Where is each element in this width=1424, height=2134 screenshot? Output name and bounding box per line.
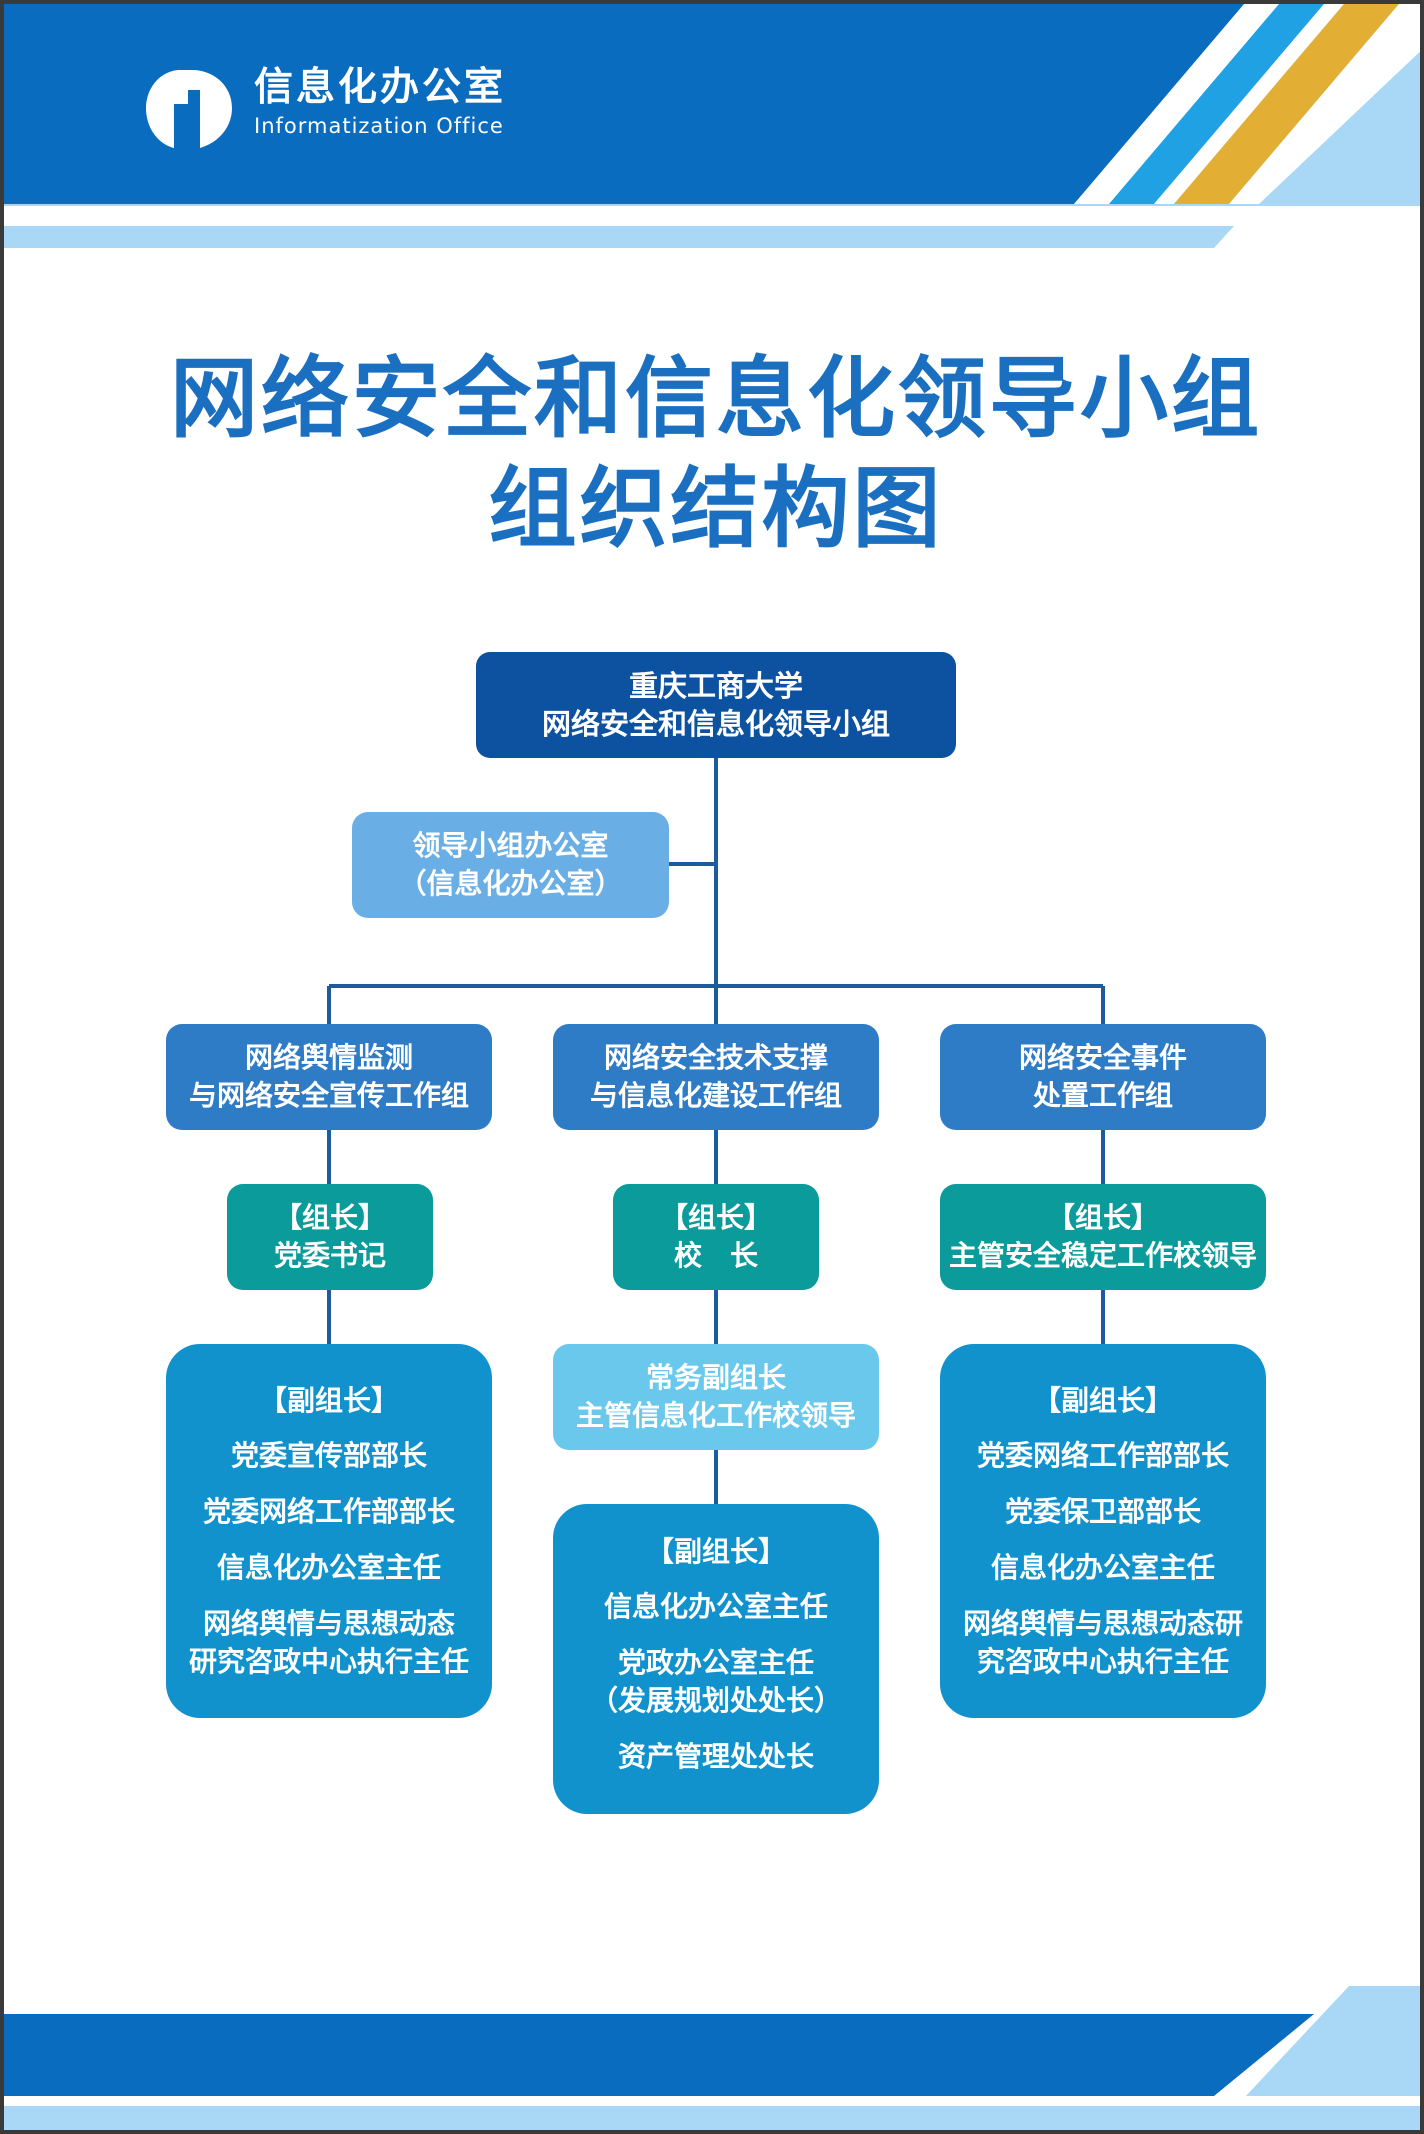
- footer-light-wedge: [1229, 1986, 1420, 2114]
- group-3-deputy-3: 信息化办公室主任: [990, 1550, 1215, 1584]
- header-light-strip: [4, 226, 1420, 248]
- group-3-box: 网络安全事件 处置工作组: [940, 1024, 1266, 1130]
- group-3-deputy-title: 【副组长】: [1032, 1383, 1173, 1417]
- group-1-box: 网络舆情监测 与网络安全宣传工作组: [166, 1024, 492, 1130]
- group-3-deputy-4: 网络舆情与思想动态研: [962, 1606, 1243, 1640]
- org-office-line1: 领导小组办公室: [412, 829, 609, 862]
- group-2-exec-deputy-box: 常务副组长 主管信息化工作校领导: [553, 1344, 879, 1450]
- org-office-box: 领导小组办公室 （信息化办公室）: [352, 812, 669, 918]
- info-i-logo-icon: [146, 70, 232, 148]
- page-title-line2: 组织结构图: [488, 457, 944, 560]
- group-2-deputy-4: 资产管理处处长: [617, 1740, 814, 1773]
- group-2-leader: 校 长: [673, 1239, 758, 1272]
- header-cyan-stripe: [1109, 4, 1324, 204]
- footer-blue-band: [4, 2014, 1314, 2096]
- org-root-line1: 重庆工商大学: [628, 669, 803, 703]
- group-2-leader-title: 【组长】: [659, 1201, 772, 1234]
- group-2-deputy-1: 信息化办公室主任: [603, 1590, 828, 1623]
- group-1-name-line2: 与网络安全宣传工作组: [188, 1079, 469, 1112]
- group-1-leader: 党委书记: [273, 1239, 386, 1272]
- group-1-leader-title: 【组长】: [273, 1201, 386, 1234]
- group-2-name-line1: 网络安全技术支撑: [603, 1041, 828, 1074]
- org-root-line2: 网络安全和信息化领导小组: [541, 707, 890, 741]
- group-3-leader-title: 【组长】: [1046, 1201, 1159, 1234]
- group-1-name-line1: 网络舆情监测: [244, 1041, 413, 1074]
- header-white-stripe-3: [1229, 4, 1420, 204]
- group-2-deputies-box: 【副组长】 信息化办公室主任 党政办公室主任 （发展规划处处长） 资产管理处处长: [553, 1504, 879, 1814]
- logo-name: 信息化办公室: [254, 65, 507, 110]
- group-2-name-line2: 与信息化建设工作组: [589, 1079, 842, 1112]
- group-2-box: 网络安全技术支撑 与信息化建设工作组: [553, 1024, 879, 1130]
- group-1-deputy-3: 信息化办公室主任: [216, 1550, 441, 1584]
- header-blue-band: [4, 4, 1254, 204]
- group-3-deputies-box: 【副组长】 党委网络工作部部长 党委保卫部部长 信息化办公室主任 网络舆情与思想…: [940, 1344, 1266, 1718]
- logo-mark: [144, 66, 234, 150]
- group-2-leader-box: 【组长】 校 长: [613, 1184, 819, 1290]
- header-strip-cut: [1214, 226, 1420, 248]
- group-3-deputy-5: 究咨政中心执行主任: [976, 1644, 1229, 1678]
- org-office-line2: （信息化办公室）: [398, 867, 623, 900]
- header-white-stripe-2: [1154, 4, 1344, 204]
- logo-text: 信息化办公室 Informatization Office: [254, 64, 506, 140]
- group-2-deputy-3: （发展规划处处长）: [589, 1684, 842, 1717]
- group-3-name-line1: 网络安全事件: [1018, 1041, 1187, 1074]
- group-2-exec-line1: 常务副组长: [645, 1361, 786, 1394]
- group-1-deputy-title: 【副组长】: [258, 1383, 399, 1417]
- group-1-leader-box: 【组长】 党委书记: [227, 1184, 433, 1290]
- group-2-exec-line2: 主管信息化工作校领导: [575, 1399, 856, 1432]
- group-1-deputy-2: 党委网络工作部部长: [202, 1494, 455, 1528]
- group-1-deputy-4: 网络舆情与思想动态: [202, 1606, 455, 1640]
- group-1-deputies-box: 【副组长】 党委宣传部部长 党委网络工作部部长 信息化办公室主任 网络舆情与思想…: [166, 1344, 492, 1718]
- group-2-deputy-2: 党政办公室主任: [617, 1646, 814, 1679]
- decorative-bands: [4, 4, 1420, 2130]
- header-gold-stripe: [1174, 4, 1399, 204]
- header-white-gap: [4, 206, 1420, 226]
- connector-lines: [327, 758, 1105, 1504]
- page-title-line1: 网络安全和信息化领导小组: [169, 347, 1262, 450]
- group-3-leader: 主管安全稳定工作校领导: [948, 1239, 1257, 1272]
- logo-name-en: Informatization Office: [254, 114, 504, 138]
- org-root-box: 重庆工商大学 网络安全和信息化领导小组: [476, 652, 956, 758]
- group-1-deputy-1: 党委宣传部部长: [230, 1438, 427, 1472]
- footer-light-strip: [4, 2106, 1420, 2130]
- group-2-deputy-title: 【副组长】: [645, 1535, 786, 1568]
- group-3-deputy-1: 党委网络工作部部长: [976, 1438, 1229, 1472]
- group-3-deputy-2: 党委保卫部部长: [1004, 1494, 1201, 1528]
- group-1-deputy-5: 研究咨政中心执行主任: [188, 1644, 469, 1678]
- group-3-leader-box: 【组长】 主管安全稳定工作校领导: [940, 1184, 1266, 1290]
- footer-white-gap: [1124, 2096, 1420, 2106]
- group-3-name-line2: 处置工作组: [1032, 1079, 1173, 1112]
